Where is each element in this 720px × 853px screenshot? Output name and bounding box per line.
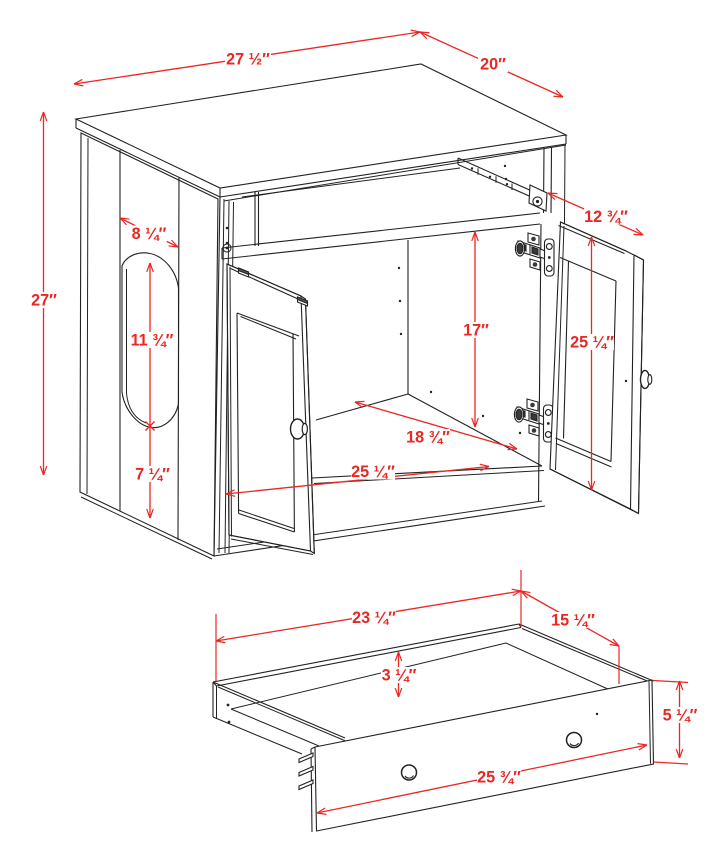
svg-text:18 ¾″: 18 ¾″ bbox=[406, 429, 450, 447]
svg-text:17″: 17″ bbox=[463, 322, 489, 340]
svg-text:23 ¼″: 23 ¼″ bbox=[352, 609, 396, 627]
svg-text:27 ½″: 27 ½″ bbox=[226, 51, 270, 69]
svg-text:25 ¼″: 25 ¼″ bbox=[570, 334, 614, 352]
svg-text:12 ¾″: 12 ¾″ bbox=[584, 208, 628, 226]
svg-text:15 ¼″: 15 ¼″ bbox=[551, 612, 595, 630]
svg-text:20″: 20″ bbox=[480, 56, 506, 74]
svg-text:25 ¼″: 25 ¼″ bbox=[351, 463, 395, 481]
svg-text:3 ¼″: 3 ¼″ bbox=[382, 667, 417, 685]
svg-text:8 ¼″: 8 ¼″ bbox=[132, 225, 167, 243]
svg-text:27″: 27″ bbox=[31, 292, 57, 310]
svg-text:5 ¼″: 5 ¼″ bbox=[663, 707, 698, 725]
svg-text:7 ¼″: 7 ¼″ bbox=[135, 466, 170, 484]
svg-text:25 ¾″: 25 ¾″ bbox=[477, 769, 521, 787]
svg-text:11 ¾″: 11 ¾″ bbox=[131, 332, 174, 350]
